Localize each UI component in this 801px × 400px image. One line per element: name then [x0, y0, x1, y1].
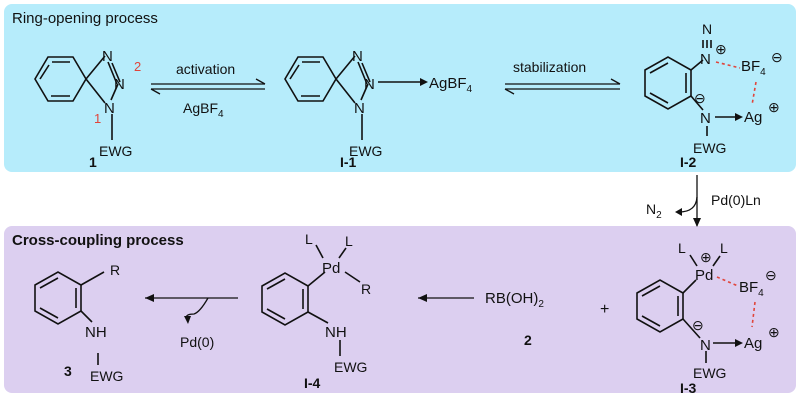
- atom-ewg: EWG: [693, 140, 726, 156]
- intermediate-I-1: N N N AgBF4 EWG I-1: [284, 48, 473, 170]
- compound-label-I-2: I-2: [680, 154, 697, 170]
- atom-ag: Ag: [744, 109, 762, 126]
- minus-charge-icon: ⊖: [771, 49, 783, 65]
- ring-opening-panel: [4, 4, 796, 172]
- denitrogenation-arrow: N2 Pd(0)Ln: [646, 175, 761, 227]
- ligand-l: L: [720, 240, 728, 256]
- silver-complex: AgBF4: [429, 75, 473, 95]
- reagent-boronic-acid: RB(OH)2: [485, 290, 544, 310]
- tetrafluoroborate: BF4: [739, 279, 764, 299]
- intermediate-I-2: N N ⊕ BF4 ⊖ ⊖ N Ag ⊕ EWG I-2: [644, 21, 783, 170]
- atom-r: R: [361, 281, 371, 297]
- atom-n: N: [700, 110, 711, 127]
- plus-charge-icon: ⊕: [768, 99, 780, 115]
- compound-label-I-1: I-1: [340, 154, 357, 170]
- position-label-1: 1: [94, 111, 101, 126]
- atom-ewg: EWG: [99, 143, 132, 159]
- atom-ewg: EWG: [693, 365, 726, 381]
- atom-n: N: [700, 337, 711, 354]
- ligand-l: L: [305, 231, 313, 247]
- atom-pd: Pd: [322, 260, 340, 277]
- reagent-activation: activation: [176, 61, 235, 77]
- plus-charge-icon: ⊕: [715, 41, 727, 57]
- atom-ewg: EWG: [349, 143, 382, 159]
- released-n2: N2: [646, 201, 662, 221]
- compound-label-3: 3: [64, 363, 72, 379]
- reagent-agbf4: AgBF4: [183, 100, 224, 120]
- plus-charge-icon: ⊕: [700, 249, 712, 265]
- compound-label-1: 1: [89, 154, 97, 170]
- atom-n: N: [702, 21, 712, 37]
- tetrafluoroborate: BF4: [741, 58, 766, 78]
- compound-label-2: 2: [524, 332, 532, 348]
- atom-n: N: [352, 48, 363, 65]
- compound-1: N N N EWG 2 1 1: [34, 48, 141, 170]
- compound-label-I-3: I-3: [680, 380, 697, 396]
- atom-pd: Pd: [695, 267, 713, 284]
- product-3: R NH EWG 3: [34, 262, 123, 384]
- released-pd0: Pd(0): [180, 334, 214, 350]
- reagent-pd0ln: Pd(0)Ln: [711, 192, 761, 208]
- equilibrium-arrow-activation: activation AgBF4: [150, 61, 266, 120]
- ligand-l: L: [345, 233, 353, 249]
- equilibrium-arrow-stabilization: stabilization: [504, 59, 621, 95]
- transmetalation-arrow: [418, 294, 474, 302]
- plus-charge-icon: ⊕: [768, 324, 780, 340]
- intermediate-I-3: L L ⊕ Pd BF4 ⊖ ⊖ N Ag ⊕ EWG I-3: [636, 240, 780, 396]
- intermediate-I-4: L L Pd R NH EWG I-4: [261, 231, 371, 391]
- reductive-elimination-arrow: Pd(0): [145, 294, 238, 350]
- compound-label-I-4: I-4: [304, 375, 321, 391]
- atom-r: R: [110, 262, 120, 278]
- atom-n: N: [102, 48, 113, 65]
- atom-n: N: [354, 100, 365, 117]
- minus-charge-icon: ⊖: [765, 267, 777, 283]
- minus-charge-icon: ⊖: [692, 317, 704, 333]
- cross-coupling-title: Cross-coupling process: [12, 232, 184, 249]
- plus-sign: +: [600, 301, 609, 318]
- atom-nh: NH: [85, 324, 107, 341]
- ligand-l: L: [678, 240, 686, 256]
- ring-opening-title: Ring-opening process: [12, 10, 158, 27]
- atom-ewg: EWG: [334, 359, 367, 375]
- atom-n: N: [700, 51, 711, 68]
- minus-charge-icon: ⊖: [694, 90, 706, 106]
- atom-n: N: [114, 76, 125, 93]
- atom-n: N: [364, 76, 375, 93]
- atom-ewg: EWG: [90, 368, 123, 384]
- reagent-stabilization: stabilization: [513, 59, 586, 75]
- atom-n: N: [104, 100, 115, 117]
- atom-ag: Ag: [744, 335, 762, 352]
- cross-coupling-panel: [4, 226, 796, 393]
- position-label-2: 2: [134, 59, 141, 74]
- atom-nh: NH: [325, 324, 347, 341]
